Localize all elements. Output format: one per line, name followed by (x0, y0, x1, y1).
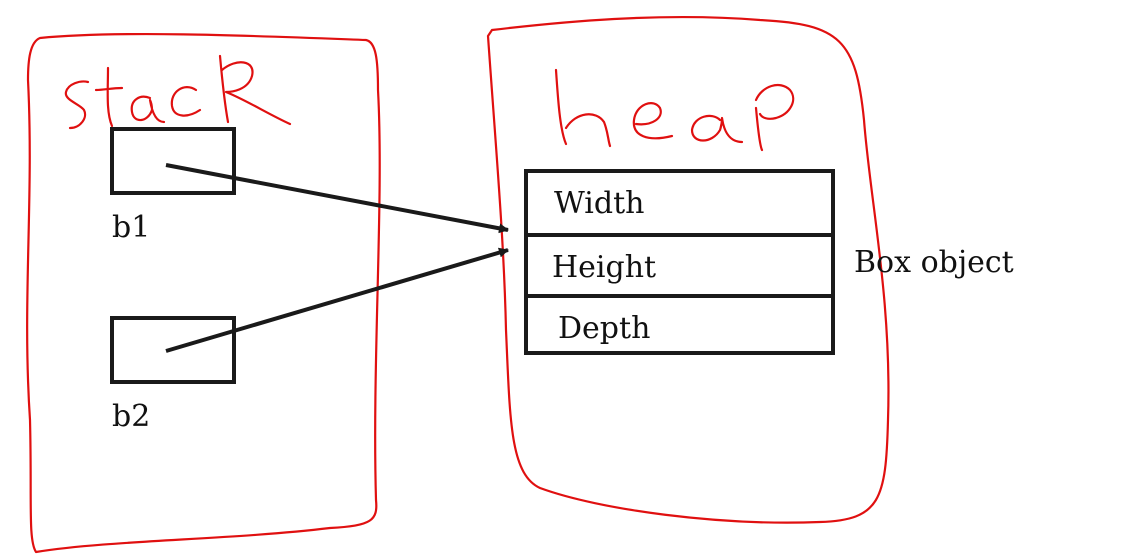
heap-region: heap Width Height Depth Box object (486, 15, 1014, 524)
stack-outline (26, 32, 381, 554)
field-depth: Depth (558, 311, 650, 346)
b1-label: b1 (112, 210, 150, 245)
box-object-frame (524, 169, 835, 355)
b2-label: b2 (112, 399, 150, 434)
stack-label-handwriting (64, 54, 292, 130)
heap-outline (486, 15, 890, 524)
box-object: Width Height Depth (524, 169, 835, 355)
b2-reference-arrow (165, 247, 509, 353)
field-width: Width (554, 186, 644, 221)
box-object-caption: Box object (854, 245, 1014, 280)
b2-reference-box (110, 316, 236, 384)
field-height: Height (552, 250, 656, 285)
stack-region: stack b1 b2 (26, 32, 381, 554)
heap-label-handwriting (554, 68, 795, 152)
b1-reference-box (110, 127, 236, 195)
b1-reference-arrow (165, 163, 509, 234)
